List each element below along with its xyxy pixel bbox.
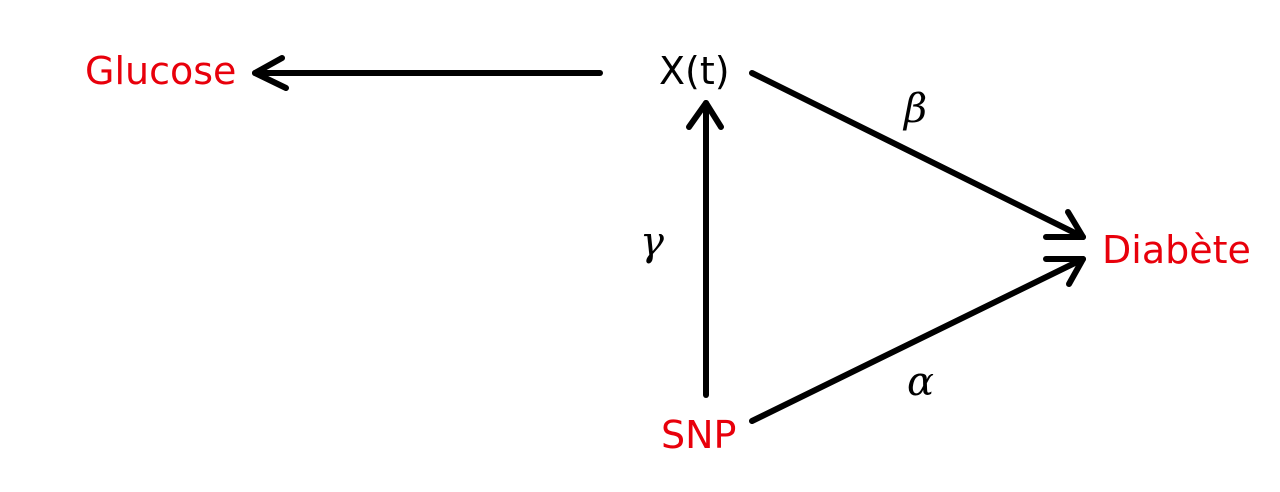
arrowhead-diabete-top: [1043, 209, 1086, 240]
nodes: Glucose X(t) Diabète SNP: [85, 49, 1251, 457]
arrowhead-xt: [686, 100, 724, 130]
node-glucose: Glucose: [85, 49, 236, 93]
node-diabete: Diabète: [1102, 228, 1251, 272]
edge-label-alpha: α: [907, 359, 934, 405]
edge-labels: β γ α: [640, 86, 934, 405]
edge-label-gamma: γ: [640, 219, 664, 265]
arrowhead-glucose: [252, 55, 289, 91]
edge-snp-to-diabete: [749, 256, 1086, 424]
edges: [252, 55, 1086, 424]
edge-label-beta: β: [902, 86, 927, 132]
arrowhead-diabete-bottom: [1043, 256, 1086, 287]
node-snp: SNP: [661, 413, 736, 457]
edge-xt-to-diabete: [749, 70, 1086, 240]
node-xt: X(t): [659, 49, 730, 93]
